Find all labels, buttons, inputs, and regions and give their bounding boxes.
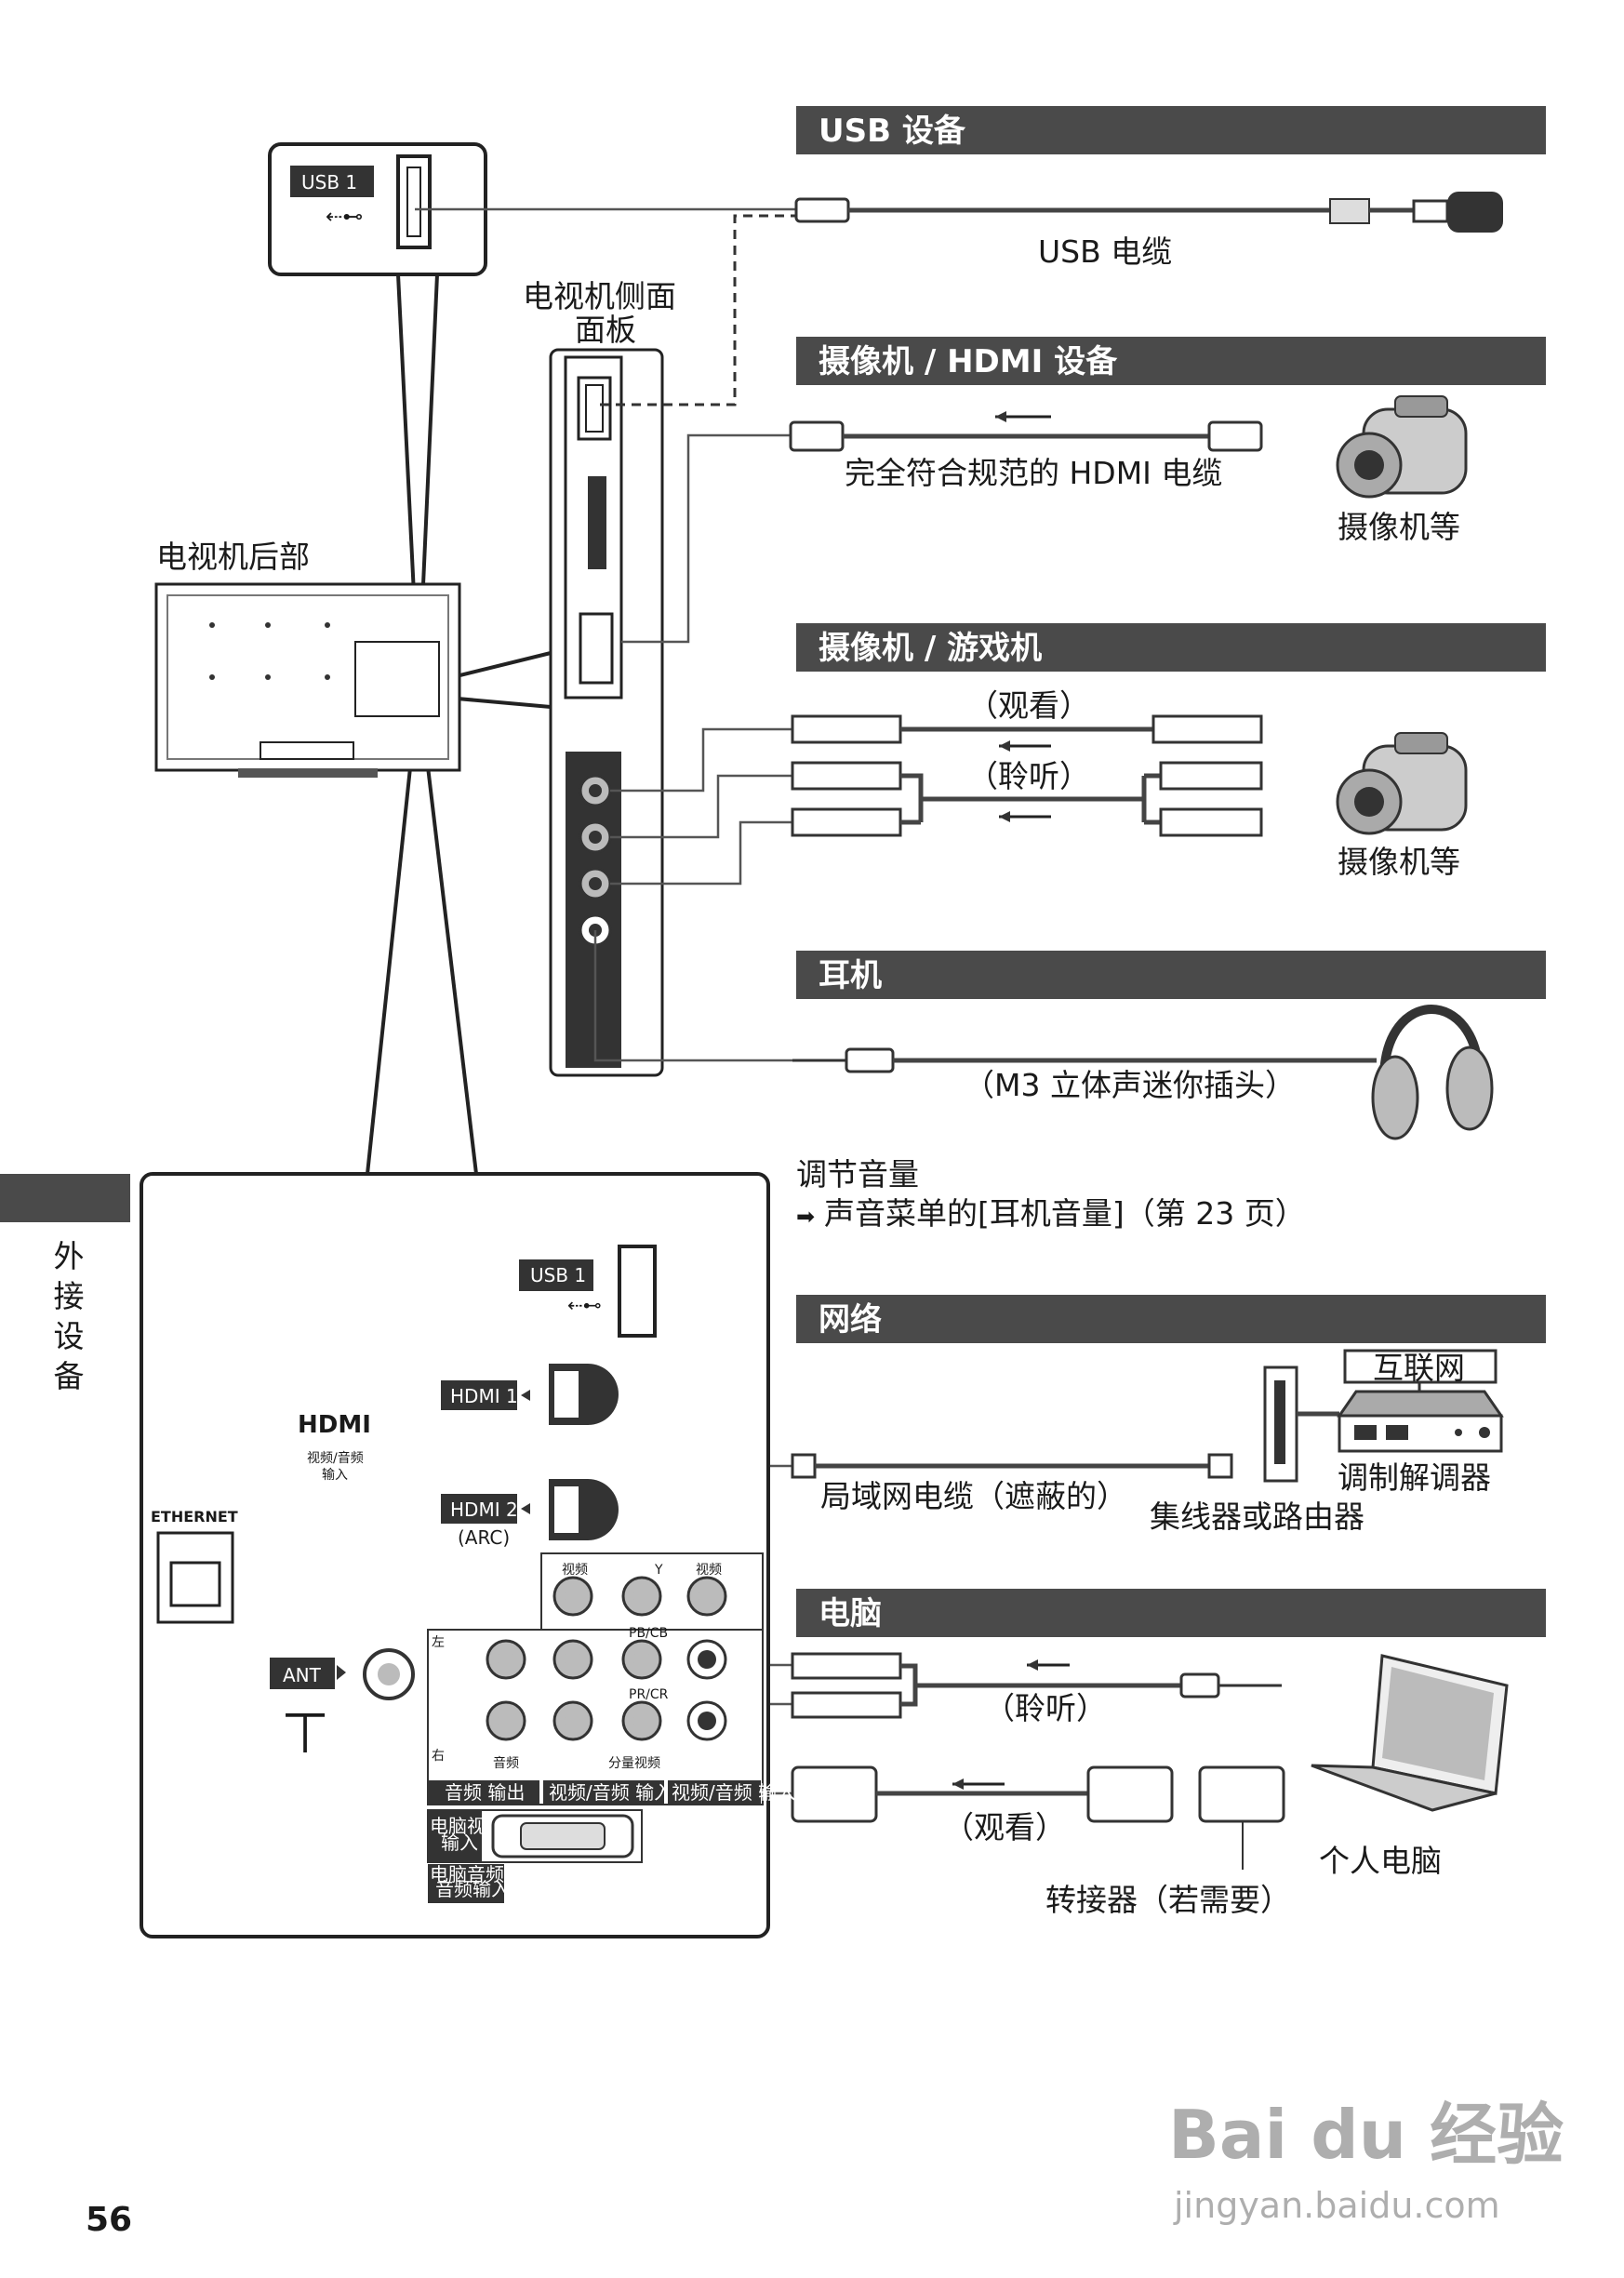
side-tab: 外 接 设 备 (0, 1174, 130, 1394)
camcorder-icon (1338, 733, 1466, 833)
section-network-title: 网络 (819, 1301, 882, 1339)
hdmi1-tag: HDMI 1 (450, 1385, 518, 1407)
watermark-line-1: Bai du 经验 (1168, 2096, 1564, 2174)
side-tab-char-4: 备 (54, 1358, 85, 1394)
arrow-icon: ➡ (796, 1204, 815, 1230)
section-headphone-header: 耳机 (796, 951, 1546, 999)
headphone-note-2: 声音菜单的[耳机音量]（第 23 页） (824, 1195, 1306, 1232)
av-connection: （观看） （聆听） 摄像机等 (610, 687, 1466, 884)
side-tab-char-1: 外 (54, 1238, 85, 1274)
side-panel-label-2: 面板 (575, 312, 636, 348)
section-av-title: 摄像机 / 游戏机 (819, 630, 1042, 667)
section-pc-header: 电脑 (796, 1589, 1546, 1637)
usb-symbol-icon: ⇠⊷ (567, 1294, 602, 1316)
antenna-icon: ⊤ (281, 1701, 329, 1766)
y-label: Y (654, 1563, 663, 1578)
rear-terminal-panel: USB 1 ⇠⊷ HDMI 1 HDMI 视频/音频 输入 HDMI 2 (AR… (141, 1174, 813, 1937)
hdmi-av-in-2: 输入 (322, 1468, 348, 1483)
headphone-plug-label: （M3 立体声迷你插头） (964, 1067, 1296, 1103)
modem-icon (1339, 1392, 1501, 1451)
ant-label: ANT (283, 1664, 322, 1686)
pr-label: PR/CR (629, 1687, 669, 1702)
pc-video-label-2: 输入 (441, 1832, 478, 1854)
component-label: 分量视频 (608, 1756, 660, 1771)
page-number: 56 (86, 2201, 132, 2239)
side-tab-char-2: 接 (54, 1278, 85, 1314)
section-headphone-title: 耳机 (819, 957, 882, 994)
pc-audio-label-2: 音频输入2 (435, 1878, 522, 1900)
hdmi-av-in: 视频/音频 (307, 1450, 364, 1466)
camcorder-icon (1338, 396, 1466, 497)
section-network-header: 网络 (796, 1295, 1546, 1343)
section-usb-title: USB 设备 (819, 113, 966, 150)
hdmi-logo: HDMI (298, 1411, 371, 1439)
hdmi2-tag: HDMI 2 (450, 1499, 518, 1521)
adapter-label: 转接器（若需要） (1045, 1882, 1291, 1918)
side-tab-char-3: 设 (54, 1318, 85, 1354)
router-icon (1265, 1367, 1297, 1481)
audio-label: 音频 (493, 1755, 519, 1771)
audio-out-label: 音频 输出 (445, 1781, 525, 1804)
left-label: 左 (432, 1635, 445, 1650)
headphone-note-1: 调节音量 (796, 1156, 919, 1192)
pc-label: 个人电脑 (1319, 1843, 1442, 1879)
pc-listen-label: （聆听） (984, 1690, 1107, 1726)
usb-symbol-icon: ⇠⊷ (326, 206, 363, 229)
arc-label: (ARC) (458, 1526, 510, 1549)
pb-label: PB/CB (629, 1626, 668, 1641)
right-label: 右 (432, 1749, 445, 1764)
tv-back-label: 电视机后部 (156, 539, 310, 575)
video-label: 视频 (562, 1563, 588, 1578)
av-watch-label: （观看） (967, 687, 1090, 724)
section-usb-header: USB 设备 (796, 106, 1546, 154)
hdmi-connection: 完全符合规范的 HDMI 电缆 摄像机等 (621, 396, 1466, 642)
section-av-header: 摄像机 / 游戏机 (796, 623, 1546, 672)
router-label: 集线器或路由器 (1150, 1499, 1364, 1535)
tv-side-panel: 电视机侧面 面板 (523, 278, 676, 1075)
section-pc-title: 电脑 (819, 1595, 882, 1632)
av-listen-label: （聆听） (967, 758, 1090, 794)
rear-usb-tag: USB 1 (530, 1264, 586, 1286)
hdmi-cable-label: 完全符合规范的 HDMI 电缆 (845, 455, 1222, 491)
hdmi-device-label: 摄像机等 (1338, 509, 1460, 545)
lan-cable-label: 局域网电缆（遮蔽的） (820, 1478, 1127, 1514)
watermark: Bai du 经验 jingyan.baidu.com (1168, 2096, 1564, 2226)
usb-cable-label: USB 电缆 (1038, 233, 1172, 270)
av-in2-label: 视频/音频 输入 2 (672, 1781, 813, 1804)
av-device-label: 摄像机等 (1338, 844, 1460, 880)
usb-callout-tag: USB 1 (301, 171, 357, 193)
internet-label: 互联网 (1373, 1350, 1465, 1386)
section-hdmi-header: 摄像机 / HDMI 设备 (796, 337, 1546, 385)
pc-watch-label: （观看） (943, 1809, 1066, 1845)
headphones-icon (1373, 1009, 1492, 1139)
modem-label: 调制解调器 (1338, 1459, 1491, 1496)
ethernet-label: ETHERNET (151, 1508, 238, 1525)
side-panel-label-1: 电视机侧面 (523, 278, 676, 314)
section-hdmi-title: 摄像机 / HDMI 设备 (819, 343, 1118, 380)
video2-label: 视频 (696, 1563, 722, 1578)
watermark-line-2: jingyan.baidu.com (1173, 2185, 1500, 2226)
laptop-icon (1311, 1656, 1507, 1810)
